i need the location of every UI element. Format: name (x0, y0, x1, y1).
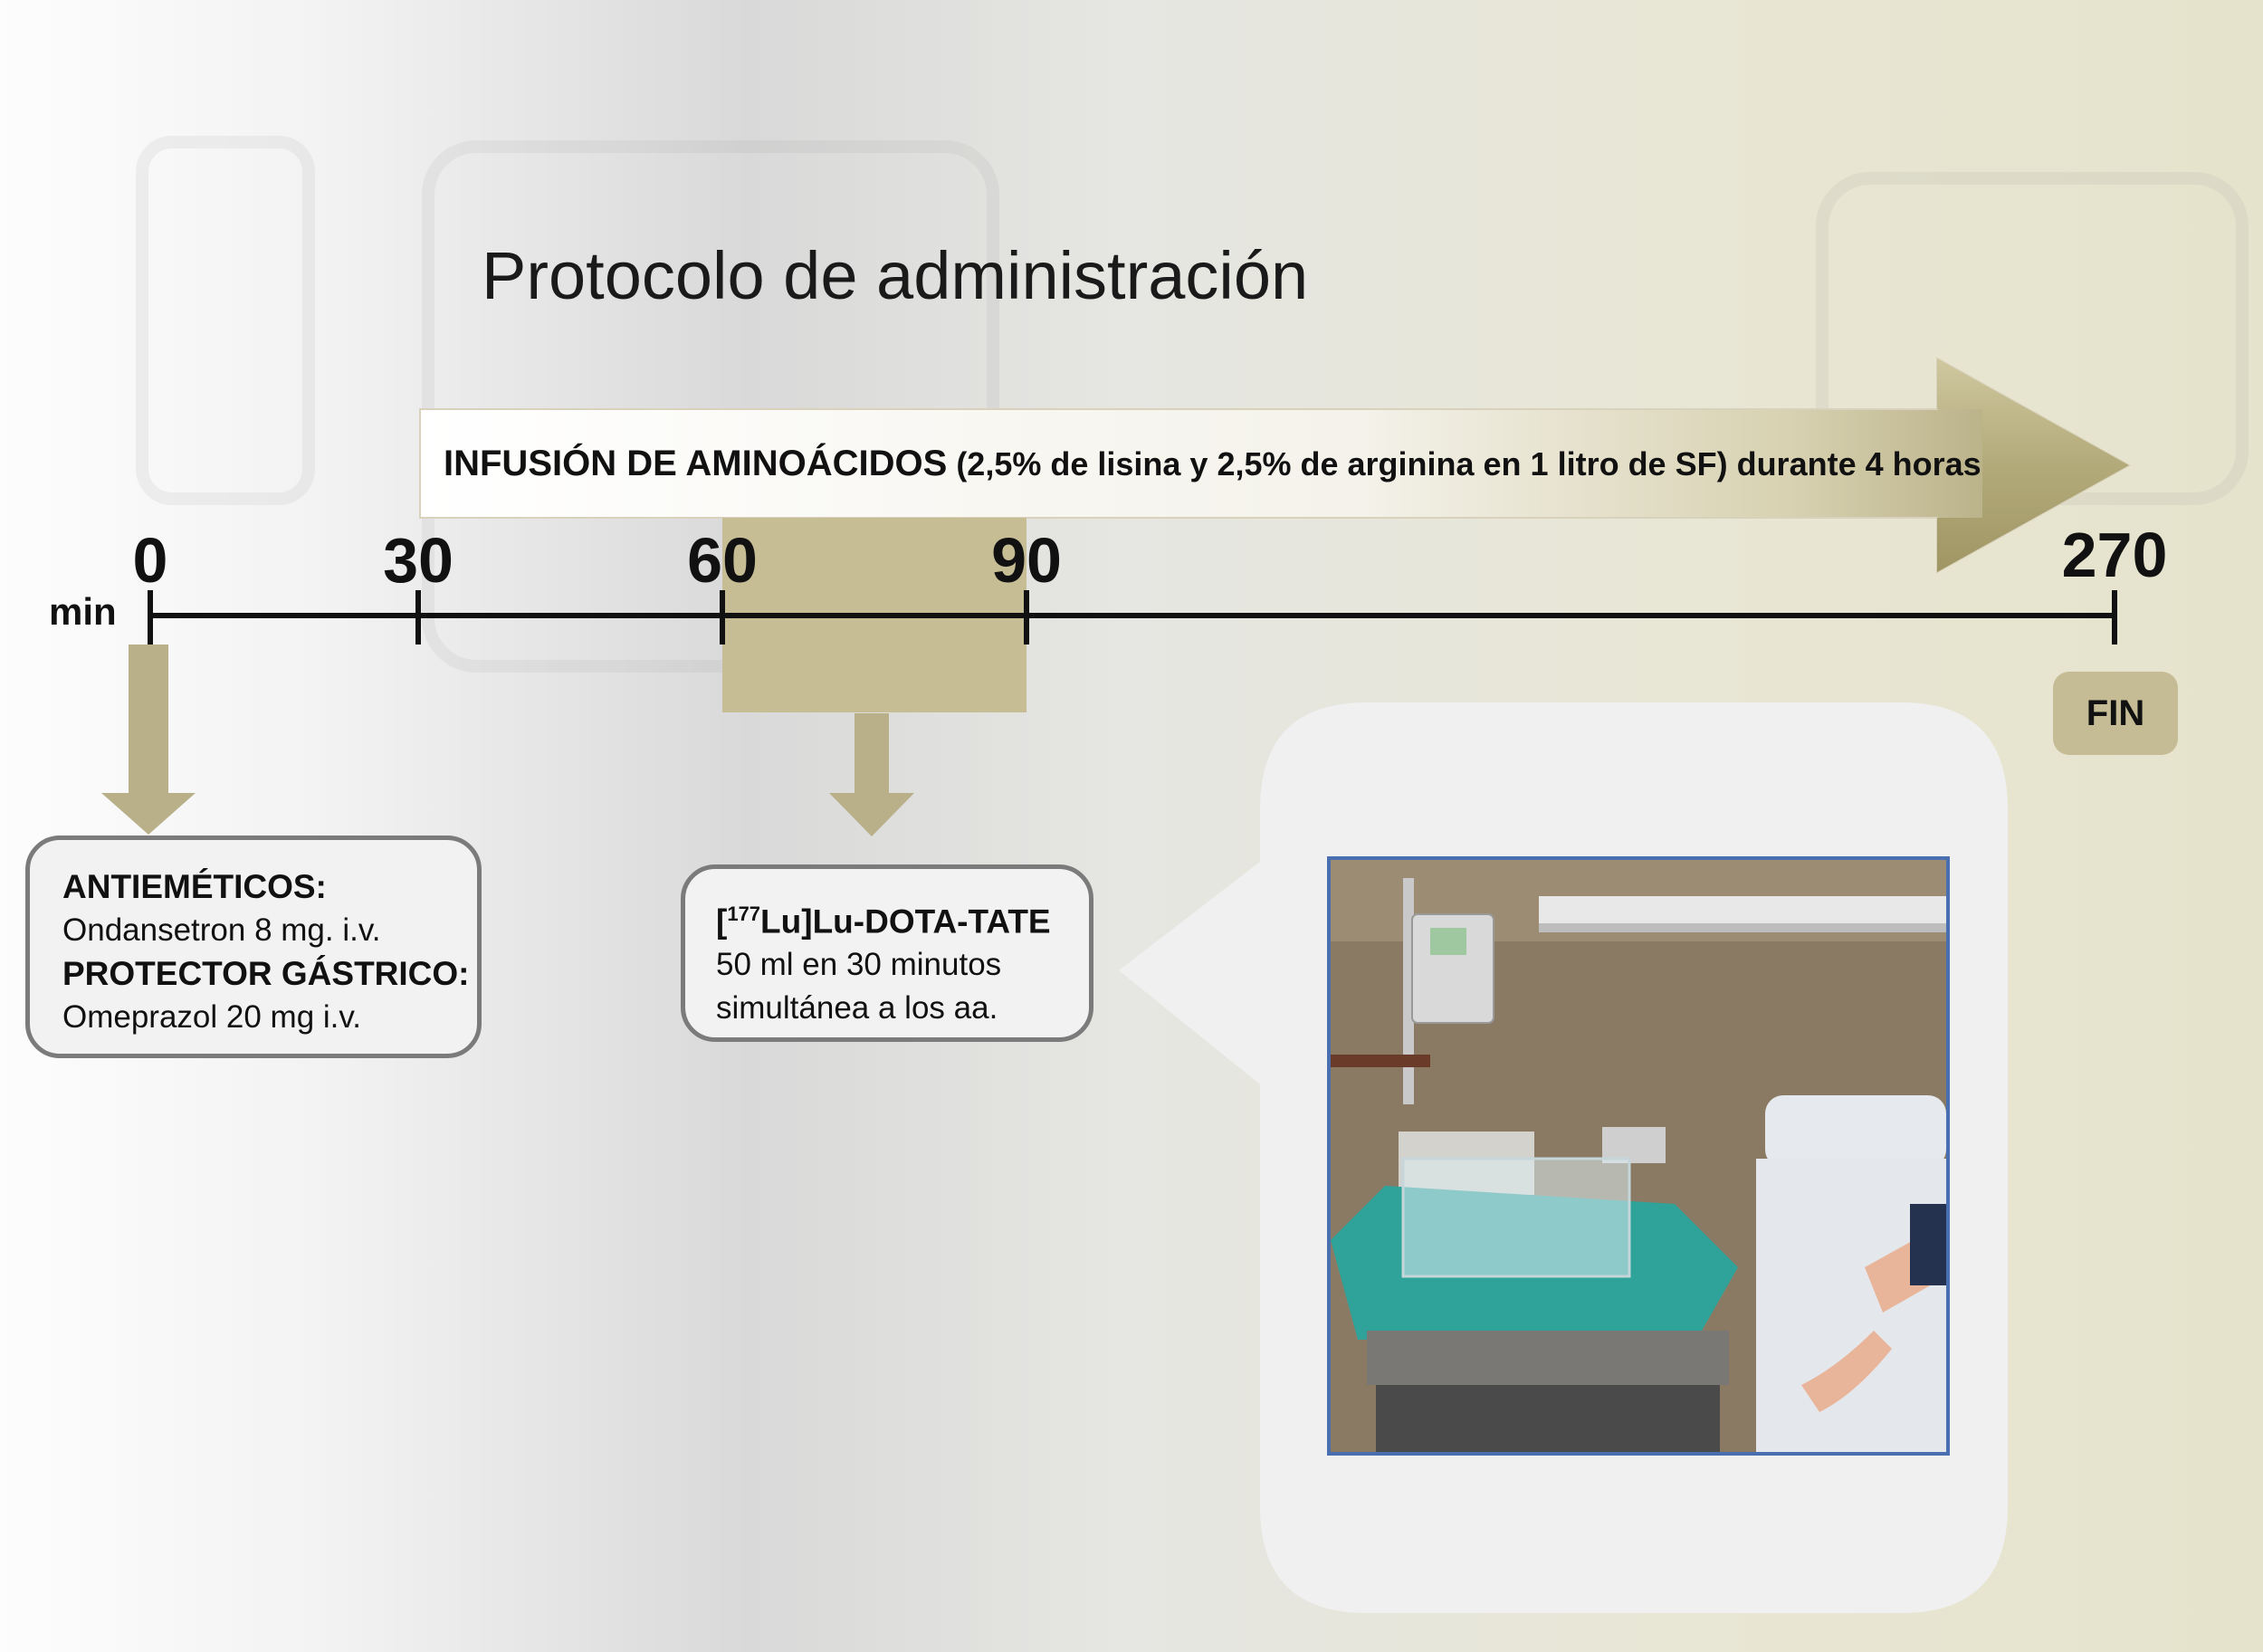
patient-treatment-photo (1327, 856, 1950, 1456)
photo-illustration (1331, 860, 1946, 1452)
